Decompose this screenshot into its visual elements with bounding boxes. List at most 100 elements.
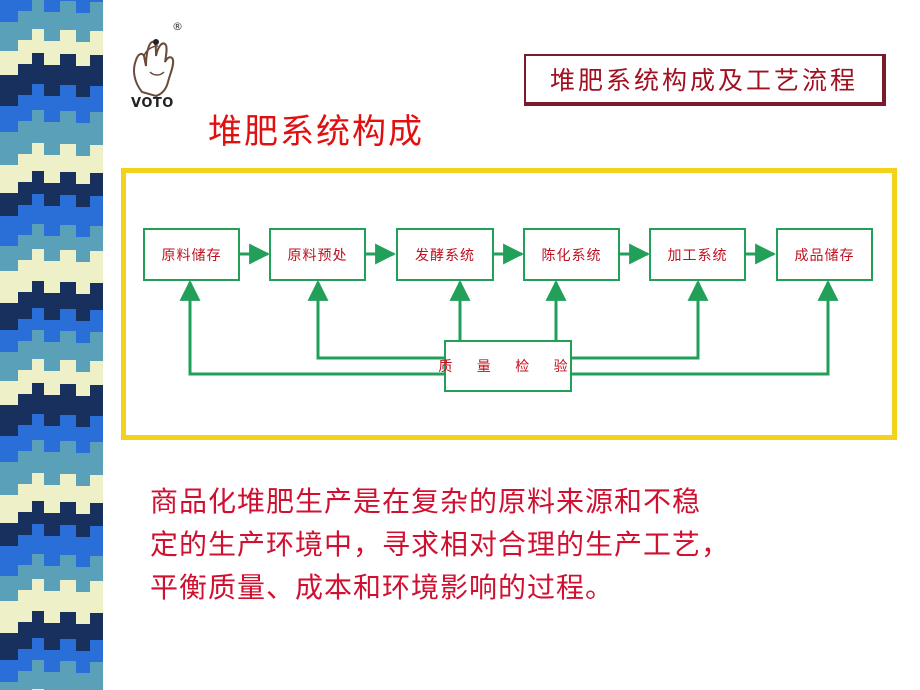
sidebar-tile — [90, 662, 103, 690]
registered-mark: ® — [172, 20, 183, 33]
sidebar-tile — [60, 525, 76, 555]
sidebar-tile — [18, 40, 32, 64]
sidebar-tile — [32, 84, 44, 110]
sidebar-tile — [44, 65, 60, 96]
sidebar-tile — [76, 486, 90, 514]
sidebar-tile — [32, 0, 44, 29]
sidebar-tile — [76, 13, 90, 42]
sidebar-tile — [76, 537, 90, 567]
sidebar-tile — [44, 371, 60, 395]
sidebar-tile — [44, 293, 60, 320]
sidebar-tile — [76, 592, 90, 624]
sidebar-tile — [32, 281, 44, 308]
sidebar-tile — [90, 226, 103, 251]
sidebar-tile — [60, 502, 76, 525]
sidebar-tile — [32, 554, 44, 579]
sidebar-tile — [44, 623, 60, 650]
diagram-frame — [121, 168, 897, 440]
sidebar-tile — [90, 31, 103, 55]
sidebar-tile — [60, 474, 76, 502]
sidebar-tile — [60, 555, 76, 580]
sidebar-tile — [44, 320, 60, 342]
sidebar-tile — [18, 95, 32, 121]
sidebar-tile — [76, 294, 90, 321]
sidebar-tile — [90, 86, 103, 112]
sidebar-tile — [32, 660, 44, 689]
sidebar-tile — [0, 216, 18, 246]
sidebar-tile — [44, 566, 60, 591]
sidebar-tile — [76, 427, 90, 453]
sidebar-tile — [60, 282, 76, 309]
sidebar-tile — [76, 372, 90, 396]
sidebar-tile — [60, 415, 76, 441]
sidebar-tile — [90, 442, 103, 475]
quality-inspection-box: 质 量 检 验 — [438, 340, 572, 392]
process-box-product-storage: 成品储存 — [776, 228, 873, 281]
sidebar-tile — [0, 462, 18, 495]
sidebar-tile — [44, 41, 60, 65]
sidebar-tile — [44, 12, 60, 41]
sidebar-tile — [90, 361, 103, 385]
sidebar-tile — [90, 196, 103, 226]
sidebar-tile — [76, 97, 90, 123]
sidebar-tile — [18, 235, 32, 260]
sidebar-tile — [18, 512, 32, 535]
sidebar-tile — [90, 556, 103, 581]
sidebar-tile — [76, 0, 90, 13]
sidebar-tile — [76, 624, 90, 651]
sidebar-tile — [44, 591, 60, 623]
sidebar-tile — [76, 156, 90, 184]
sidebar-tile — [32, 501, 44, 524]
sidebar-tile — [0, 601, 18, 633]
sidebar-tile — [18, 535, 32, 565]
sidebar-tile — [60, 1, 76, 30]
slide-title-box: 堆肥系统构成及工艺流程 — [524, 54, 886, 106]
section-heading: 堆肥系统构成 — [208, 112, 424, 152]
sidebar-tile — [90, 475, 103, 503]
sidebar-tile — [18, 319, 32, 341]
sidebar-tile — [18, 622, 32, 649]
sidebar-tile — [44, 650, 60, 672]
sidebar-tile — [18, 121, 32, 154]
sidebar-tile — [60, 250, 76, 282]
sidebar-tile — [90, 145, 103, 173]
sidebar-tile — [44, 485, 60, 513]
sidebar-tile — [76, 673, 90, 690]
sidebar-tile — [18, 292, 32, 319]
sidebar-tile — [90, 173, 103, 196]
sidebar-tile — [18, 649, 32, 671]
sidebar-tile — [32, 224, 44, 249]
sidebar-tile — [60, 111, 76, 144]
sidebar-tile — [32, 143, 44, 171]
sidebar-tile — [0, 523, 18, 546]
sidebar-tile — [90, 503, 103, 526]
sidebar-tile — [44, 395, 60, 426]
sidebar-tile — [60, 225, 76, 250]
process-box-processing: 加工系统 — [649, 228, 746, 281]
process-box-fermentation: 发酵系统 — [396, 228, 494, 281]
process-box-aging: 陈化系统 — [523, 228, 620, 281]
sidebar-tile — [0, 436, 18, 462]
sidebar-tile — [18, 425, 32, 451]
sidebar-tile — [60, 639, 76, 661]
sidebar-tile — [90, 0, 103, 2]
sidebar-tile — [18, 205, 32, 235]
sidebar-tile — [18, 671, 32, 690]
sidebar-tile — [90, 581, 103, 613]
sidebar-tile — [32, 414, 44, 440]
sidebar-tile — [32, 53, 44, 84]
sidebar-tile — [32, 330, 44, 359]
sidebar-tile — [0, 576, 18, 601]
sidebar-tile — [32, 308, 44, 330]
sidebar-tile — [0, 106, 18, 132]
sidebar-tile — [0, 22, 18, 51]
sidebar-tile — [0, 165, 18, 193]
sidebar-tile — [18, 0, 32, 11]
sidebar-tile — [76, 321, 90, 343]
sidebar-tile — [32, 359, 44, 383]
sidebar-tile — [76, 262, 90, 294]
sidebar-tile — [90, 310, 103, 332]
sidebar-tile — [18, 11, 32, 40]
sidebar-tile — [18, 341, 32, 370]
sidebar-tile — [32, 524, 44, 554]
